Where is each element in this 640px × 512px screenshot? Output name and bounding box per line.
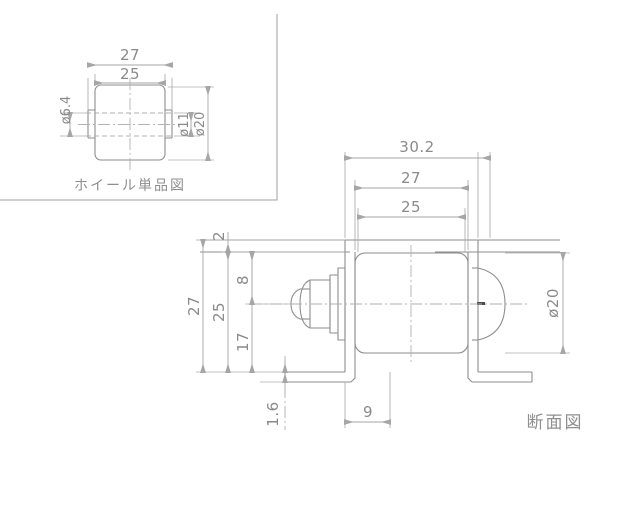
detail-view-label: ホイール単品図 bbox=[74, 178, 186, 194]
detail-dim-dia11-text: ø11 bbox=[177, 112, 192, 137]
section-dim-2: 2 bbox=[210, 231, 231, 253]
section-dim-v8: 8 bbox=[234, 251, 255, 305]
detail-view-group: 27 25 ø6.4 ø11 ø20 bbox=[59, 46, 214, 194]
detail-left-flange bbox=[87, 109, 95, 139]
section-dim-v25-text: 25 bbox=[210, 302, 228, 322]
section-dim-v8-text: 8 bbox=[234, 275, 252, 285]
section-dim-9: 9 bbox=[344, 372, 391, 428]
section-view-group: 30.2 27 25 2 27 bbox=[185, 138, 584, 433]
section-wheel-body bbox=[354, 252, 469, 354]
detail-dim-27: 27 bbox=[87, 46, 173, 110]
section-dim-v27: 27 bbox=[185, 239, 206, 373]
section-dim-25: 25 bbox=[357, 198, 466, 252]
detail-dim-dia6p4-text: ø6.4 bbox=[59, 96, 74, 125]
detail-dim-dia20: ø20 bbox=[168, 86, 214, 161]
section-dim-9-text: 9 bbox=[363, 403, 373, 421]
detail-dim-25-text: 25 bbox=[120, 65, 140, 83]
section-dim-dia20-text: ø20 bbox=[544, 288, 562, 318]
section-dim-30p2-text: 30.2 bbox=[399, 138, 434, 156]
section-dim-27: 27 bbox=[354, 169, 469, 250]
section-dim-1p6: 1.6 bbox=[264, 356, 288, 430]
section-dim-v27-text: 27 bbox=[185, 296, 203, 316]
detail-dim-dia20-text: ø20 bbox=[193, 112, 208, 137]
section-axle-mark bbox=[477, 302, 485, 305]
detail-view-frame bbox=[0, 14, 278, 201]
section-dim-27-text: 27 bbox=[401, 169, 421, 187]
section-dim-30p2: 30.2 bbox=[344, 138, 491, 238]
detail-dim-dia6p4: ø6.4 bbox=[59, 96, 86, 137]
detail-dim-27-text: 27 bbox=[120, 46, 140, 64]
section-dim-v17-text: 17 bbox=[234, 332, 252, 352]
section-right-foot bbox=[467, 366, 533, 383]
section-dim-2-text: 2 bbox=[210, 231, 228, 241]
section-view-label: 断面図 bbox=[527, 413, 584, 433]
detail-right-flange bbox=[165, 109, 173, 139]
detail-dim-dia11: ø11 bbox=[174, 112, 200, 137]
section-dim-v17: 17 bbox=[234, 251, 255, 373]
section-dim-dia20: ø20 bbox=[505, 252, 570, 354]
section-dim-v25: 25 bbox=[210, 251, 231, 373]
section-dim-25-text: 25 bbox=[401, 198, 421, 216]
detail-dim-25: 25 bbox=[94, 65, 166, 86]
section-dim-1p6-text: 1.6 bbox=[264, 401, 282, 426]
